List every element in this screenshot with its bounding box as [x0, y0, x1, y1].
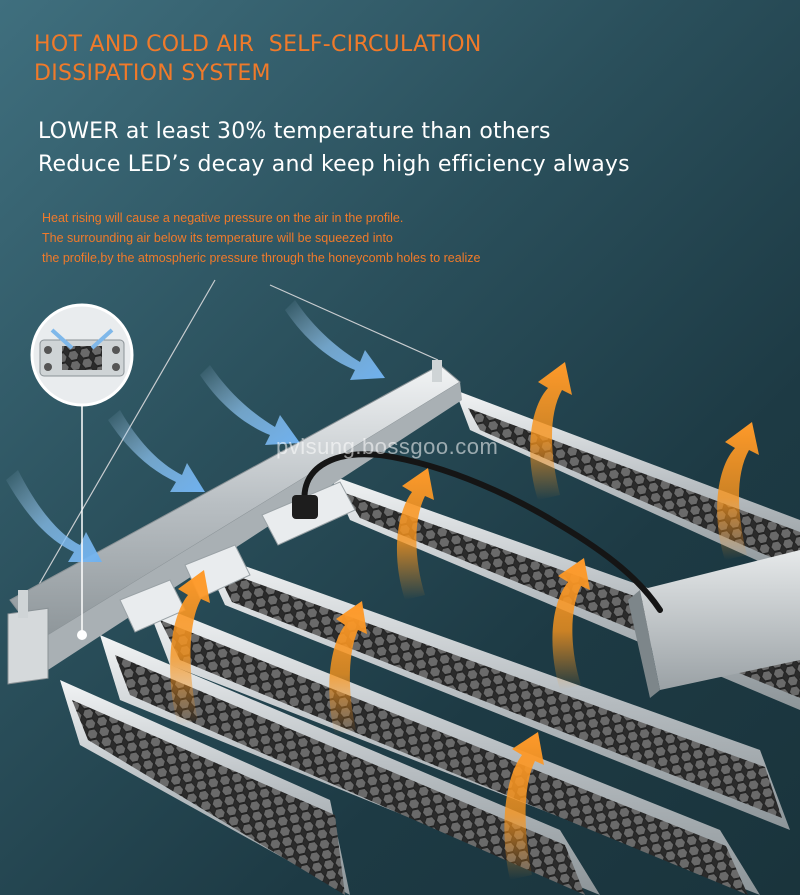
cold-air-arrow-icon: [108, 410, 205, 492]
description-line-3: the profile,by the atmospheric pressure …: [42, 251, 481, 265]
cold-air-arrow-icon: [285, 300, 385, 380]
hanger-clip: [432, 360, 442, 382]
headline-line-2: DISSIPATION SYSTEM: [34, 61, 271, 86]
led-bar: [100, 635, 600, 895]
honeycomb-detail-magnifier: [30, 303, 134, 640]
description-line-2: The surrounding air below its temperatur…: [42, 231, 393, 245]
hot-air-arrow-icon: [530, 362, 572, 500]
description: Heat rising will cause a negative pressu…: [42, 208, 480, 268]
description-line-1: Heat rising will cause a negative pressu…: [42, 211, 404, 225]
hot-air-arrow-icon: [396, 468, 434, 600]
cold-air-arrow-icon: [6, 470, 102, 562]
led-bar: [145, 600, 760, 895]
power-cable: [292, 451, 663, 613]
hot-air-arrow-icon: [717, 422, 759, 560]
cold-air-arrow-icon: [200, 365, 300, 445]
hot-air-arrow-icon: [552, 558, 590, 690]
hanging-wires: [29, 279, 439, 601]
subheadline-line-1: LOWER at least 30% temperature than othe…: [38, 119, 551, 144]
hot-air-arrow-icon: [170, 570, 210, 725]
cold-air-arrows: [6, 300, 385, 562]
hot-air-arrow-icon: [504, 732, 544, 880]
subheadline-line-2: Reduce LED’s decay and keep high efficie…: [38, 152, 630, 177]
grow-light-illustration: [6, 279, 800, 895]
headline: HOT AND COLD AIR SELF-CIRCULATION DISSIP…: [34, 30, 482, 88]
hot-air-arrow-icon: [329, 601, 367, 735]
driver-box: [628, 550, 800, 698]
led-bar: [60, 680, 350, 895]
watermark: pvisung.bossgoo.com: [276, 434, 499, 459]
headline-line-1: HOT AND COLD AIR SELF-CIRCULATION: [34, 32, 482, 57]
hanger-clip: [18, 590, 28, 618]
hot-air-arrows: [170, 362, 759, 880]
